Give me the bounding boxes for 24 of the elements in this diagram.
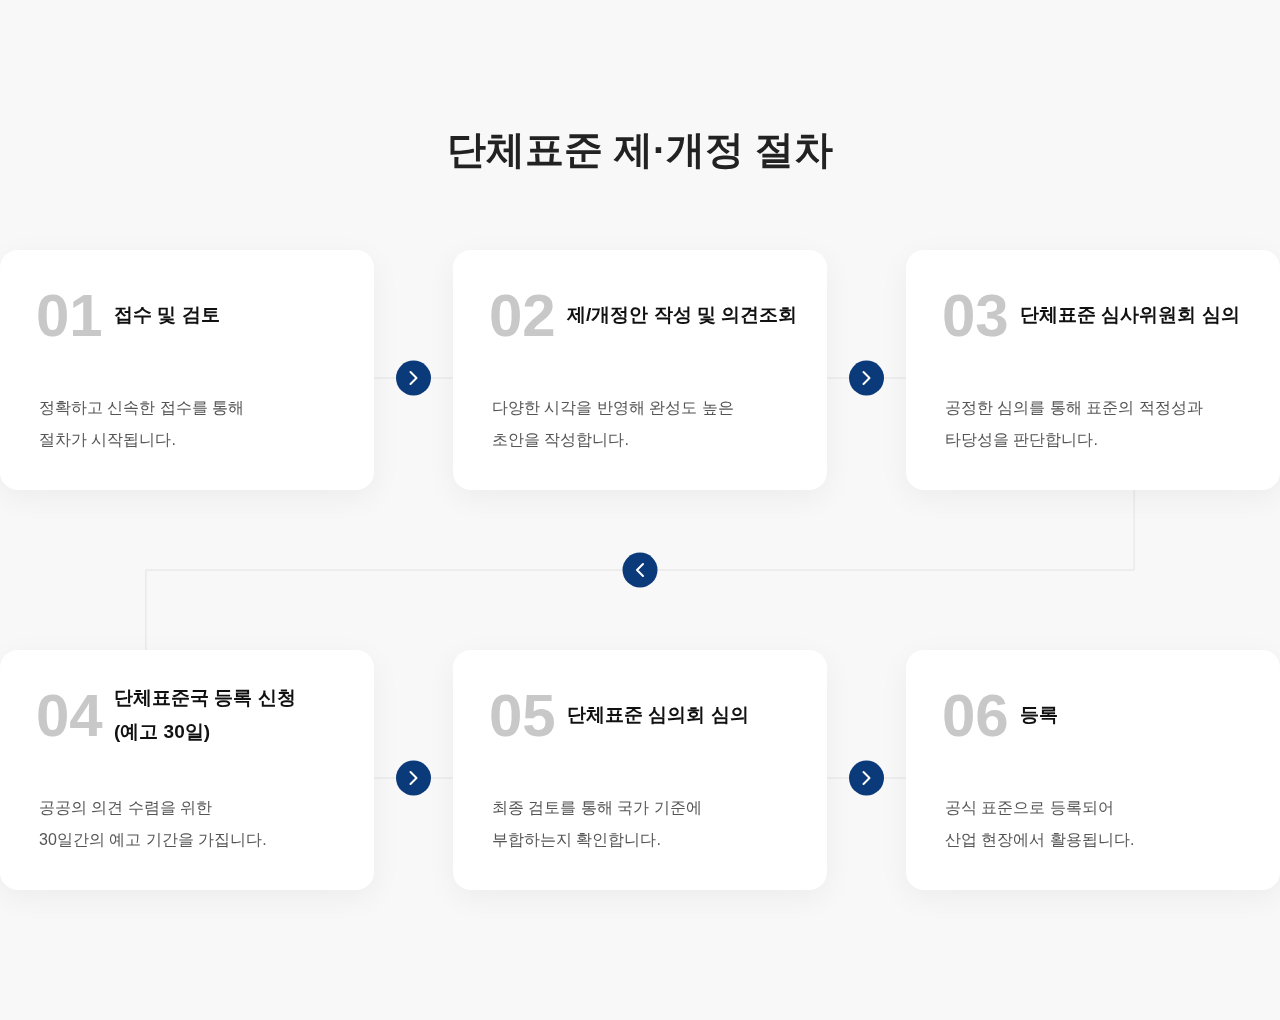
step-card xyxy=(453,250,827,490)
step-description: 다양한 시각을 반영해 완성도 높은 초안을 작성합니다. xyxy=(492,398,735,450)
step-description: 최종 검토를 통해 국가 기준에 부합하는지 확인합니다. xyxy=(492,798,703,850)
step-description: 정확하고 신속한 접수를 통해 절차가 시작됩니다. xyxy=(39,398,246,450)
step-card xyxy=(453,650,827,890)
step-description: 공공의 의견 수렴을 위한 30일간의 예고 기간을 가집니다. xyxy=(39,798,268,850)
step-description: 공정한 심의를 통해 표준의 적정성과 타당성을 판단합니다. xyxy=(945,398,1204,450)
step-card xyxy=(0,250,374,490)
arrow-connector xyxy=(145,489,1135,651)
arrow-connector xyxy=(373,760,454,796)
step-title: 단체표준 심의회 심의 xyxy=(567,703,749,727)
step-title: 등록 xyxy=(1020,703,1058,727)
step-card xyxy=(0,650,374,890)
arrow-connector xyxy=(826,760,907,796)
page-title: 단체표준 제·개정 절차 xyxy=(447,127,833,173)
step-card xyxy=(906,650,1280,890)
step-title: 단체표준 심사위원회 심의 xyxy=(1020,303,1240,327)
step-description: 공식 표준으로 등록되어 산업 현장에서 활용됩니다. xyxy=(945,798,1136,850)
step-title: 접수 및 검토 xyxy=(114,303,220,327)
step-card xyxy=(906,250,1280,490)
arrow-connector xyxy=(373,360,454,396)
step-title: 단체표준국 등록 신청 (예고 30일) xyxy=(114,686,297,744)
arrow-connector xyxy=(826,360,907,396)
step-title: 제/개정안 작성 및 의견조회 xyxy=(567,303,798,327)
